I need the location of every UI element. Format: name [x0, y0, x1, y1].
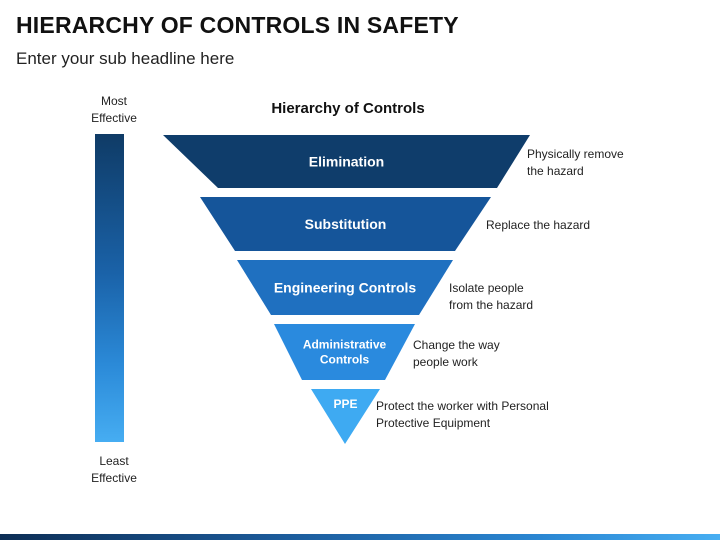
bottom-accent-strip — [0, 534, 720, 540]
level-label-elimination: Elimination — [309, 153, 384, 169]
level-description-line: Physically remove — [527, 147, 624, 161]
level-description-line: Replace the hazard — [486, 218, 591, 232]
page-subtitle: Enter your sub headline here — [16, 49, 235, 68]
scale-bottom-label: Least Effective — [74, 453, 154, 487]
diagram-title: Hierarchy of Controls — [271, 100, 425, 117]
level-description-line: Change the way — [413, 338, 500, 352]
scale-top-label: Most Effective — [74, 93, 154, 127]
level-band-ppe — [311, 389, 380, 444]
level-label-ppe: PPE — [333, 397, 357, 411]
level-description-substitution: Replace the hazard — [486, 217, 590, 234]
level-label-administrative-controls-line1: Administrative — [303, 338, 387, 352]
level-label-engineering-controls: Engineering Controls — [274, 279, 417, 295]
level-band-administrative-controls — [274, 324, 415, 380]
effectiveness-scale-bar — [95, 134, 124, 442]
level-description-line: Protect the worker with Personal — [376, 399, 549, 413]
page-title: HIERARCHY OF CONTROLS IN SAFETY — [16, 12, 459, 38]
level-band-elimination — [163, 135, 530, 188]
level-description-line: people work — [413, 355, 478, 369]
level-band-engineering-controls — [237, 260, 453, 315]
level-description-line: from the hazard — [449, 298, 534, 312]
level-label-substitution: Substitution — [305, 216, 387, 232]
scale-top-line1: Most — [100, 94, 127, 108]
scale-top-line2: Effective — [91, 111, 137, 125]
level-band-substitution — [200, 197, 491, 251]
level-description-line: the hazard — [527, 164, 584, 178]
scale-bottom-line1: Least — [99, 454, 129, 468]
scale-bottom-line2: Effective — [91, 471, 137, 485]
level-description-administrative-controls: Change the way people work — [413, 337, 500, 371]
level-description-engineering-controls: Isolate people from the hazard — [449, 280, 533, 314]
level-description-elimination: Physically remove the hazard — [527, 146, 624, 180]
level-description-line: Protective Equipment — [376, 416, 491, 430]
level-description-line: Isolate people — [449, 281, 524, 295]
level-label-administrative-controls-line2: Controls — [320, 353, 370, 367]
